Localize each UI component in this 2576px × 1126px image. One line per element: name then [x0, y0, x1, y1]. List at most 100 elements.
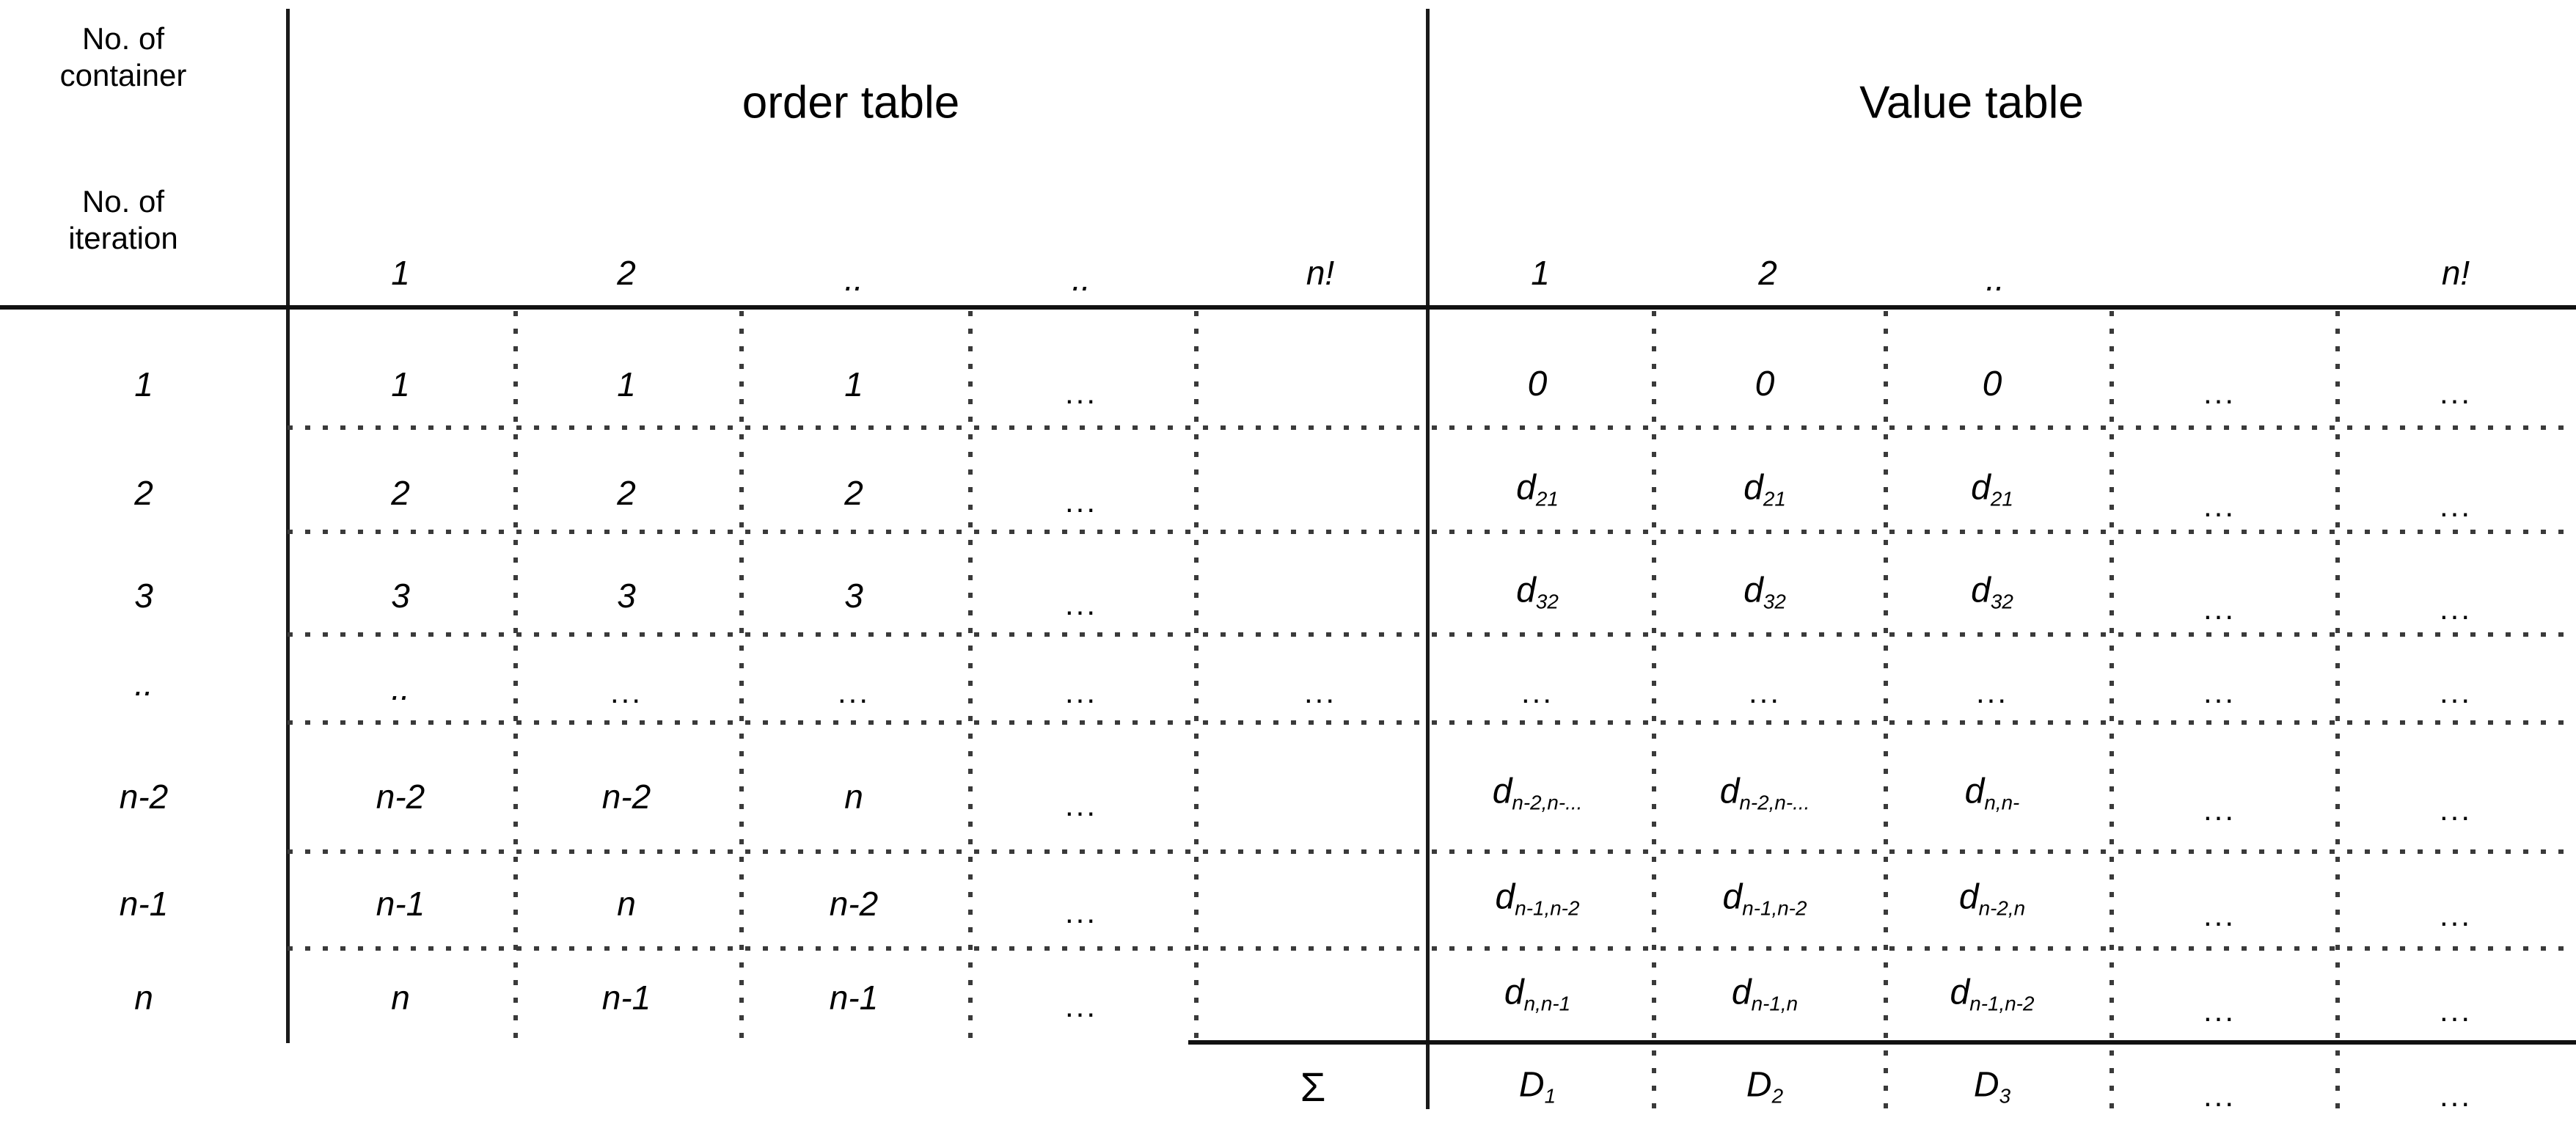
value-table-title: Value table: [1859, 77, 2084, 128]
value-cell-r6c3: dn-2,n: [1958, 877, 2026, 920]
sum-cell-c5: ...: [2439, 1078, 2473, 1113]
value-cell-r6c2: dn-1,n-2: [1722, 877, 1807, 920]
value-col-header-5: n!: [2441, 254, 2470, 292]
order-cell-r7c4: ...: [1064, 989, 1098, 1023]
order-col-header-2: 2: [617, 254, 636, 292]
value-col-sep-3: [2110, 311, 2114, 1109]
order-table-title: order table: [742, 77, 960, 128]
row-sep-1: [288, 425, 2576, 430]
value-col-header-1: 1: [1531, 254, 1550, 292]
value-cell-r2c2: d21: [1743, 468, 1786, 511]
order-cell-r6c2: n: [617, 885, 636, 923]
value-cell-r4c1: ...: [1521, 675, 1554, 709]
order-cell-r4c2: ...: [610, 675, 643, 709]
value-col-sep-2: [1884, 311, 1888, 1109]
order-cell-r4c5: ...: [1303, 675, 1337, 709]
value-cell-r2c4: ...: [2203, 489, 2236, 523]
row-label-2: 2: [134, 474, 153, 512]
row-label-5: n-2: [119, 778, 169, 816]
order-cell-r6c4: ...: [1064, 895, 1098, 929]
value-cell-r2c1: d21: [1516, 468, 1559, 511]
order-col-sep-2: [739, 311, 744, 1042]
row-sep-4: [288, 720, 2576, 725]
value-cell-r7c4: ...: [2203, 993, 2236, 1028]
order-cell-r2c3: 2: [844, 474, 863, 512]
order-col-sep-4: [1194, 311, 1199, 1042]
row-sep-2: [288, 530, 2576, 534]
value-cell-r3c3: d32: [1971, 571, 2013, 613]
header-no-of-iteration: No. of iteration: [68, 184, 178, 255]
order-cell-r1c2: 1: [617, 365, 636, 403]
value-cell-r1c4: ...: [2203, 376, 2236, 410]
value-cell-r5c1: dn-2,n-...: [1492, 772, 1583, 814]
sum-cell-c3: D3: [1973, 1065, 2011, 1108]
value-cell-r7c1: dn,n-1: [1504, 973, 1571, 1015]
value-cell-r3c4: ...: [2203, 591, 2236, 626]
order-cell-r6c1: n-1: [376, 885, 425, 923]
header-no-of-container: No. of container: [59, 21, 187, 92]
value-cell-r7c3: dn-1,n-2: [1950, 973, 2035, 1015]
order-cell-r7c3: n-1: [829, 979, 879, 1017]
order-col-header-1: 1: [391, 254, 410, 292]
value-cell-r5c4: ...: [2203, 792, 2236, 827]
value-cell-r1c1: 0: [1527, 365, 1548, 403]
row-sep-6: [288, 946, 2576, 951]
value-cell-r4c4: ...: [2203, 675, 2236, 709]
value-cell-r3c1: d32: [1516, 571, 1559, 613]
order-cell-r5c1: n-2: [376, 778, 425, 816]
sum-cell-c4: ...: [2203, 1078, 2236, 1113]
order-cell-r3c2: 3: [617, 577, 636, 615]
sum-cell-c1: D1: [1518, 1065, 1556, 1108]
value-cell-r3c2: d32: [1743, 571, 1786, 613]
value-cell-r4c5: ...: [2439, 675, 2473, 709]
value-cell-r4c2: ...: [1748, 675, 1782, 709]
order-col-sep-3: [968, 311, 973, 1042]
value-cell-r5c5: ...: [2439, 792, 2473, 827]
value-col-header-2: 2: [1758, 254, 1777, 292]
value-cell-r5c2: dn-2,n-...: [1719, 772, 1810, 814]
center-divider-rule: [1426, 9, 1430, 1109]
value-cell-r6c4: ...: [2203, 898, 2236, 932]
order-col-sep-1: [513, 311, 518, 1042]
sum-symbol: Σ: [1300, 1064, 1326, 1110]
order-cell-r2c1: 2: [391, 474, 410, 512]
value-cell-r5c3: dn,n-: [1964, 772, 2020, 814]
value-cell-r4c3: ...: [1975, 675, 2009, 709]
value-cell-r6c5: ...: [2439, 898, 2473, 932]
value-col-header-3: ..: [1986, 260, 2005, 298]
value-cell-r1c5: ...: [2439, 376, 2473, 410]
row-label-1: 1: [134, 365, 153, 403]
order-cell-r3c3: 3: [844, 577, 863, 615]
row-label-3: 3: [134, 577, 153, 615]
sum-row-top-rule: [1188, 1040, 2576, 1045]
value-col-sep-1: [1652, 311, 1656, 1109]
value-cell-r2c3: d21: [1971, 468, 2013, 511]
row-sep-5: [288, 849, 2576, 854]
order-cell-r4c4: ...: [1064, 675, 1098, 709]
order-cell-r4c1: ..: [391, 669, 410, 707]
order-cell-r7c1: n: [391, 979, 410, 1017]
row-label-6: n-1: [119, 885, 169, 923]
order-cell-r5c2: n-2: [601, 778, 651, 816]
order-cell-r6c3: n-2: [829, 885, 879, 923]
value-cell-r1c2: 0: [1754, 365, 1775, 403]
row-label-4: ..: [134, 665, 153, 703]
order-col-header-3: ..: [844, 260, 863, 298]
order-cell-r4c3: ...: [837, 675, 871, 709]
order-cell-r2c4: ...: [1064, 484, 1098, 519]
left-divider-rule: [286, 9, 290, 1043]
order-cell-r1c1: 1: [391, 365, 410, 403]
value-cell-r7c5: ...: [2439, 993, 2473, 1028]
order-cell-r1c4: ...: [1064, 376, 1098, 410]
value-cell-r2c5: ...: [2439, 489, 2473, 523]
row-label-7: n: [134, 979, 153, 1017]
order-cell-r2c2: 2: [617, 474, 636, 512]
value-cell-r1c3: 0: [1982, 365, 2002, 403]
order-cell-r5c4: ...: [1064, 788, 1098, 822]
order-col-header-4: ..: [1072, 260, 1091, 298]
order-cell-r1c3: 1: [844, 365, 863, 403]
value-cell-r6c1: dn-1,n-2: [1495, 877, 1580, 920]
row-sep-3: [288, 632, 2576, 637]
order-cell-r3c1: 3: [391, 577, 410, 615]
